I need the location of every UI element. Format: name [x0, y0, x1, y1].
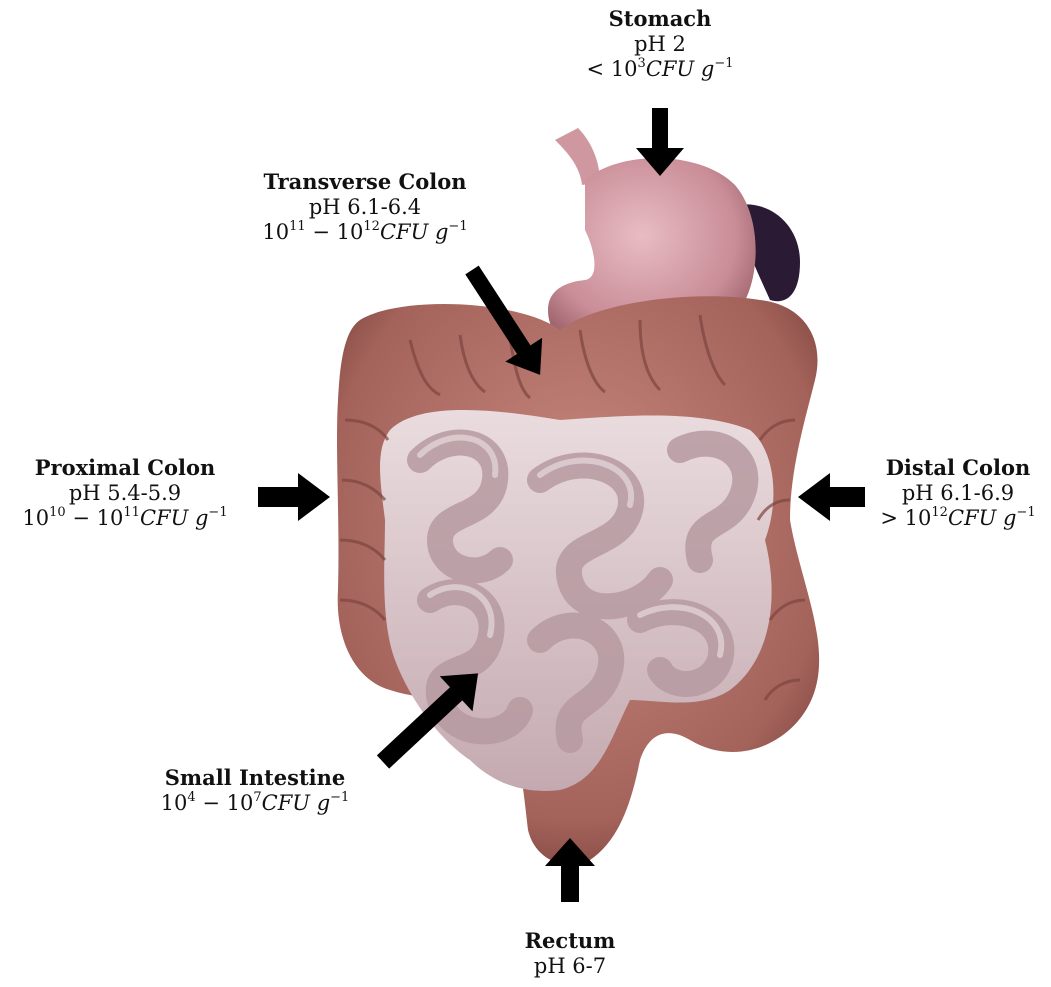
transverse-colon-label: Transverse Colon pH 6.1-6.4 1011 − 1012C… [230, 169, 500, 246]
small-intestine-label: Small Intestine 104 − 107CFU g−1 [140, 765, 370, 816]
stomach-title: Stomach [560, 6, 760, 32]
distal-title: Distal Colon [868, 455, 1048, 481]
small-intestine-title: Small Intestine [140, 765, 370, 791]
small-intestine-cfu: 104 − 107CFU g−1 [140, 791, 370, 817]
distal-arrow [798, 473, 865, 521]
proximal-title: Proximal Colon [2, 455, 248, 481]
rectum-title: Rectum [490, 928, 650, 954]
transverse-title: Transverse Colon [230, 169, 500, 195]
proximal-colon-label: Proximal Colon pH 5.4-5.9 1010 − 1011CFU… [2, 455, 248, 532]
proximal-arrow [258, 473, 330, 521]
proximal-cfu: 1010 − 1011CFU g−1 [2, 506, 248, 532]
proximal-ph: pH 5.4-5.9 [2, 481, 248, 507]
transverse-cfu: 1011 − 1012CFU g−1 [230, 220, 500, 246]
rectum-label: Rectum pH 6-7 [490, 928, 650, 979]
distal-colon-label: Distal Colon pH 6.1-6.9 > 1012CFU g−1 [868, 455, 1048, 532]
transverse-ph: pH 6.1-6.4 [230, 195, 500, 221]
stomach-label: Stomach pH 2 < 103CFU g−1 [560, 6, 760, 83]
distal-cfu: > 1012CFU g−1 [868, 506, 1048, 532]
distal-ph: pH 6.1-6.9 [868, 481, 1048, 507]
rectum-ph: pH 6-7 [490, 954, 650, 980]
stomach-cfu: < 103CFU g−1 [560, 57, 760, 83]
stomach-ph: pH 2 [560, 32, 760, 58]
